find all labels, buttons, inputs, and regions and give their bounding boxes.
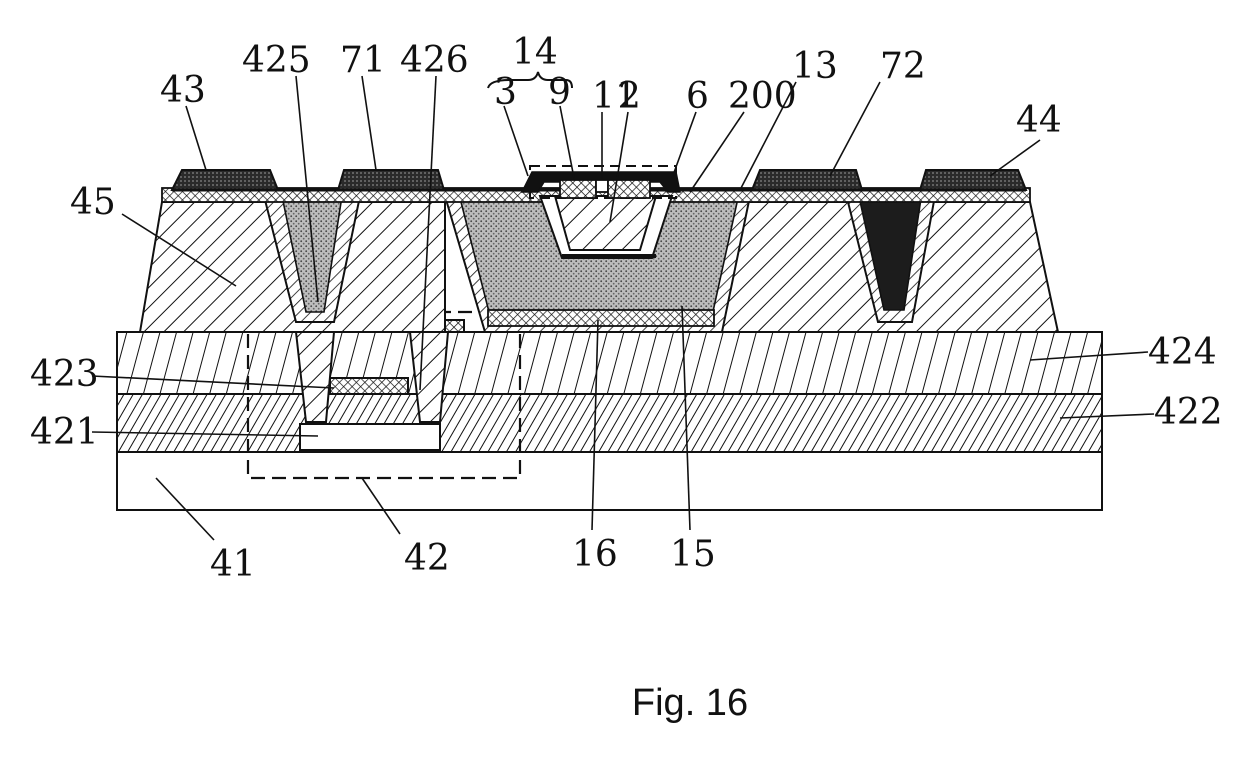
label-426: 426 [400,40,469,81]
label-14: 14 [512,32,558,73]
label-72: 72 [880,46,926,87]
label-15: 15 [670,534,716,575]
label-41: 41 [210,544,256,585]
label-6: 6 [686,76,709,117]
layer-422 [117,394,1102,452]
label-44: 44 [1016,100,1062,141]
label-425: 425 [242,40,311,81]
label-45: 45 [70,182,116,223]
gate-421 [300,424,440,450]
label-16: 16 [572,534,618,575]
label-424: 424 [1148,332,1217,373]
electrode-44 [920,170,1026,190]
label-13: 13 [792,46,838,87]
substrate-layer-41 [117,452,1102,510]
label-43: 43 [160,70,206,111]
label-71: 71 [340,40,386,81]
label-422: 422 [1154,392,1223,433]
label-423: 423 [30,354,99,395]
bottom-layer-16 [488,310,714,326]
electrode-43 [172,170,278,190]
electrode-72 [752,170,862,190]
figure-caption: Fig. 16 [0,682,1240,725]
electrode-71 [338,170,444,190]
electrode-9 [560,180,596,198]
label-200: 200 [728,76,797,117]
led-chip-2 [555,196,656,250]
label-2: 2 [618,76,641,117]
label-421: 421 [30,412,99,453]
active-layer-423 [330,378,408,394]
label-3: 3 [494,72,517,113]
label-42: 42 [404,538,450,579]
label-9: 9 [548,72,571,113]
gap-11 [596,180,608,192]
